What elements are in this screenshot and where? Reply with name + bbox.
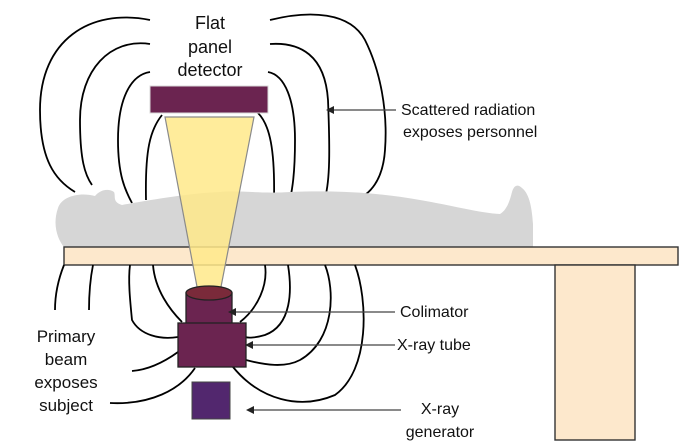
arrowhead-icon (246, 406, 254, 414)
leader-lines (228, 106, 401, 414)
field-line (245, 264, 332, 366)
flat-panel-detector (149, 85, 269, 114)
detector-label-line: Flat (195, 13, 225, 33)
field-line (109, 367, 196, 405)
table-top (63, 246, 679, 266)
xray-tube (177, 322, 247, 368)
field-line (257, 112, 276, 201)
field-line (88, 264, 94, 311)
field-line (39, 16, 151, 193)
field-line (232, 264, 365, 403)
scatter-label-line: exposes personnel (403, 124, 537, 141)
arrowhead-icon (228, 308, 236, 316)
field-line (128, 264, 179, 339)
field-line (117, 71, 151, 204)
lower-right-field-lines (232, 264, 365, 403)
primary-label-line: subject (39, 396, 93, 415)
detector-label-line: panel (188, 37, 232, 57)
field-line (269, 42, 331, 199)
primary-label-line: exposes (34, 373, 97, 392)
xray-generator (191, 381, 231, 420)
field-line (144, 114, 163, 201)
primary-label-line: Primary (37, 327, 96, 346)
lower-left-field-lines (54, 264, 196, 405)
scatter-label-line: Scattered radiation (401, 102, 535, 119)
primary-label-line: beam (45, 350, 88, 369)
field-line (244, 264, 291, 339)
upper-left-field-lines (39, 16, 163, 204)
field-line (239, 264, 267, 323)
generator-label: X-ray generator (406, 401, 475, 441)
field-line (269, 13, 387, 201)
primary-beam-label: Primary beam exposes subject (34, 327, 97, 415)
field-line (152, 264, 183, 323)
tube-label: X-ray tube (397, 337, 471, 354)
field-line (79, 42, 151, 186)
field-line (131, 351, 179, 372)
arrowhead-icon (326, 106, 334, 114)
collimator (185, 285, 233, 326)
detector-label: Flat panel detector (177, 13, 242, 80)
table-leg (554, 264, 636, 441)
scatter-label: Scattered radiation exposes personnel (401, 102, 537, 141)
generator-label-line: generator (406, 424, 475, 441)
collimator-label: Colimator (400, 304, 469, 321)
field-line (54, 264, 65, 311)
generator-label-line: X-ray (421, 401, 459, 418)
upper-right-field-lines (257, 13, 387, 201)
patient-silhouette (55, 185, 534, 247)
arrowhead-icon (245, 341, 253, 349)
field-line (267, 71, 296, 201)
detector-label-line: detector (177, 60, 242, 80)
